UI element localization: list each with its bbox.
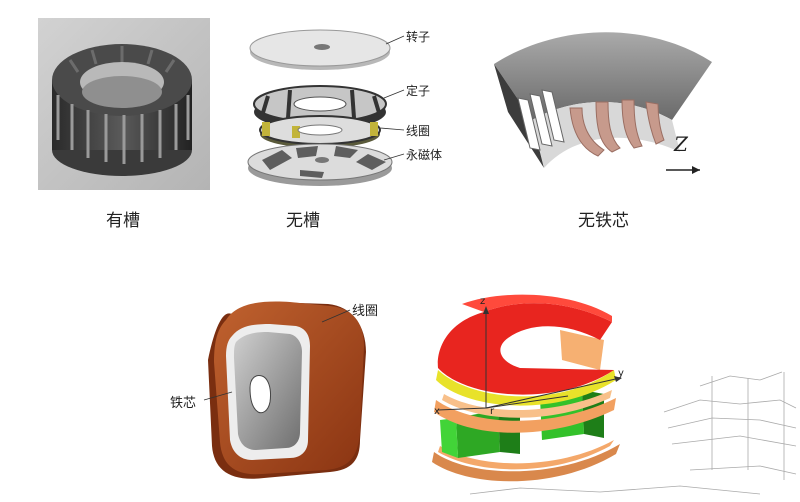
building-sketch-fragment bbox=[469, 371, 797, 495]
coreless-arc-segment bbox=[494, 32, 712, 174]
caption-slotless: 无槽 bbox=[286, 211, 320, 231]
axis-label-r: r bbox=[490, 406, 495, 417]
coil-with-core bbox=[203, 301, 366, 479]
slotted-stator-photo bbox=[38, 18, 210, 190]
label-coil-winding: 线圈 bbox=[352, 304, 379, 319]
label-stator: 定子 bbox=[406, 84, 431, 98]
caption-coreless: 无铁芯 bbox=[578, 211, 629, 231]
label-magnet: 永磁体 bbox=[406, 148, 443, 162]
axial-flux-model bbox=[432, 294, 622, 482]
axis-label-y: y bbox=[618, 368, 624, 379]
slotless-exploded-view bbox=[247, 29, 405, 186]
axis-z-label: Z bbox=[674, 132, 688, 156]
label-coil: 线圈 bbox=[406, 124, 431, 138]
label-iron-core: 铁芯 bbox=[170, 396, 197, 411]
axis-label-z: z bbox=[480, 296, 486, 307]
caption-slotted: 有槽 bbox=[106, 211, 140, 231]
label-rotor: 转子 bbox=[406, 30, 431, 44]
axis-label-x: x bbox=[434, 406, 440, 417]
